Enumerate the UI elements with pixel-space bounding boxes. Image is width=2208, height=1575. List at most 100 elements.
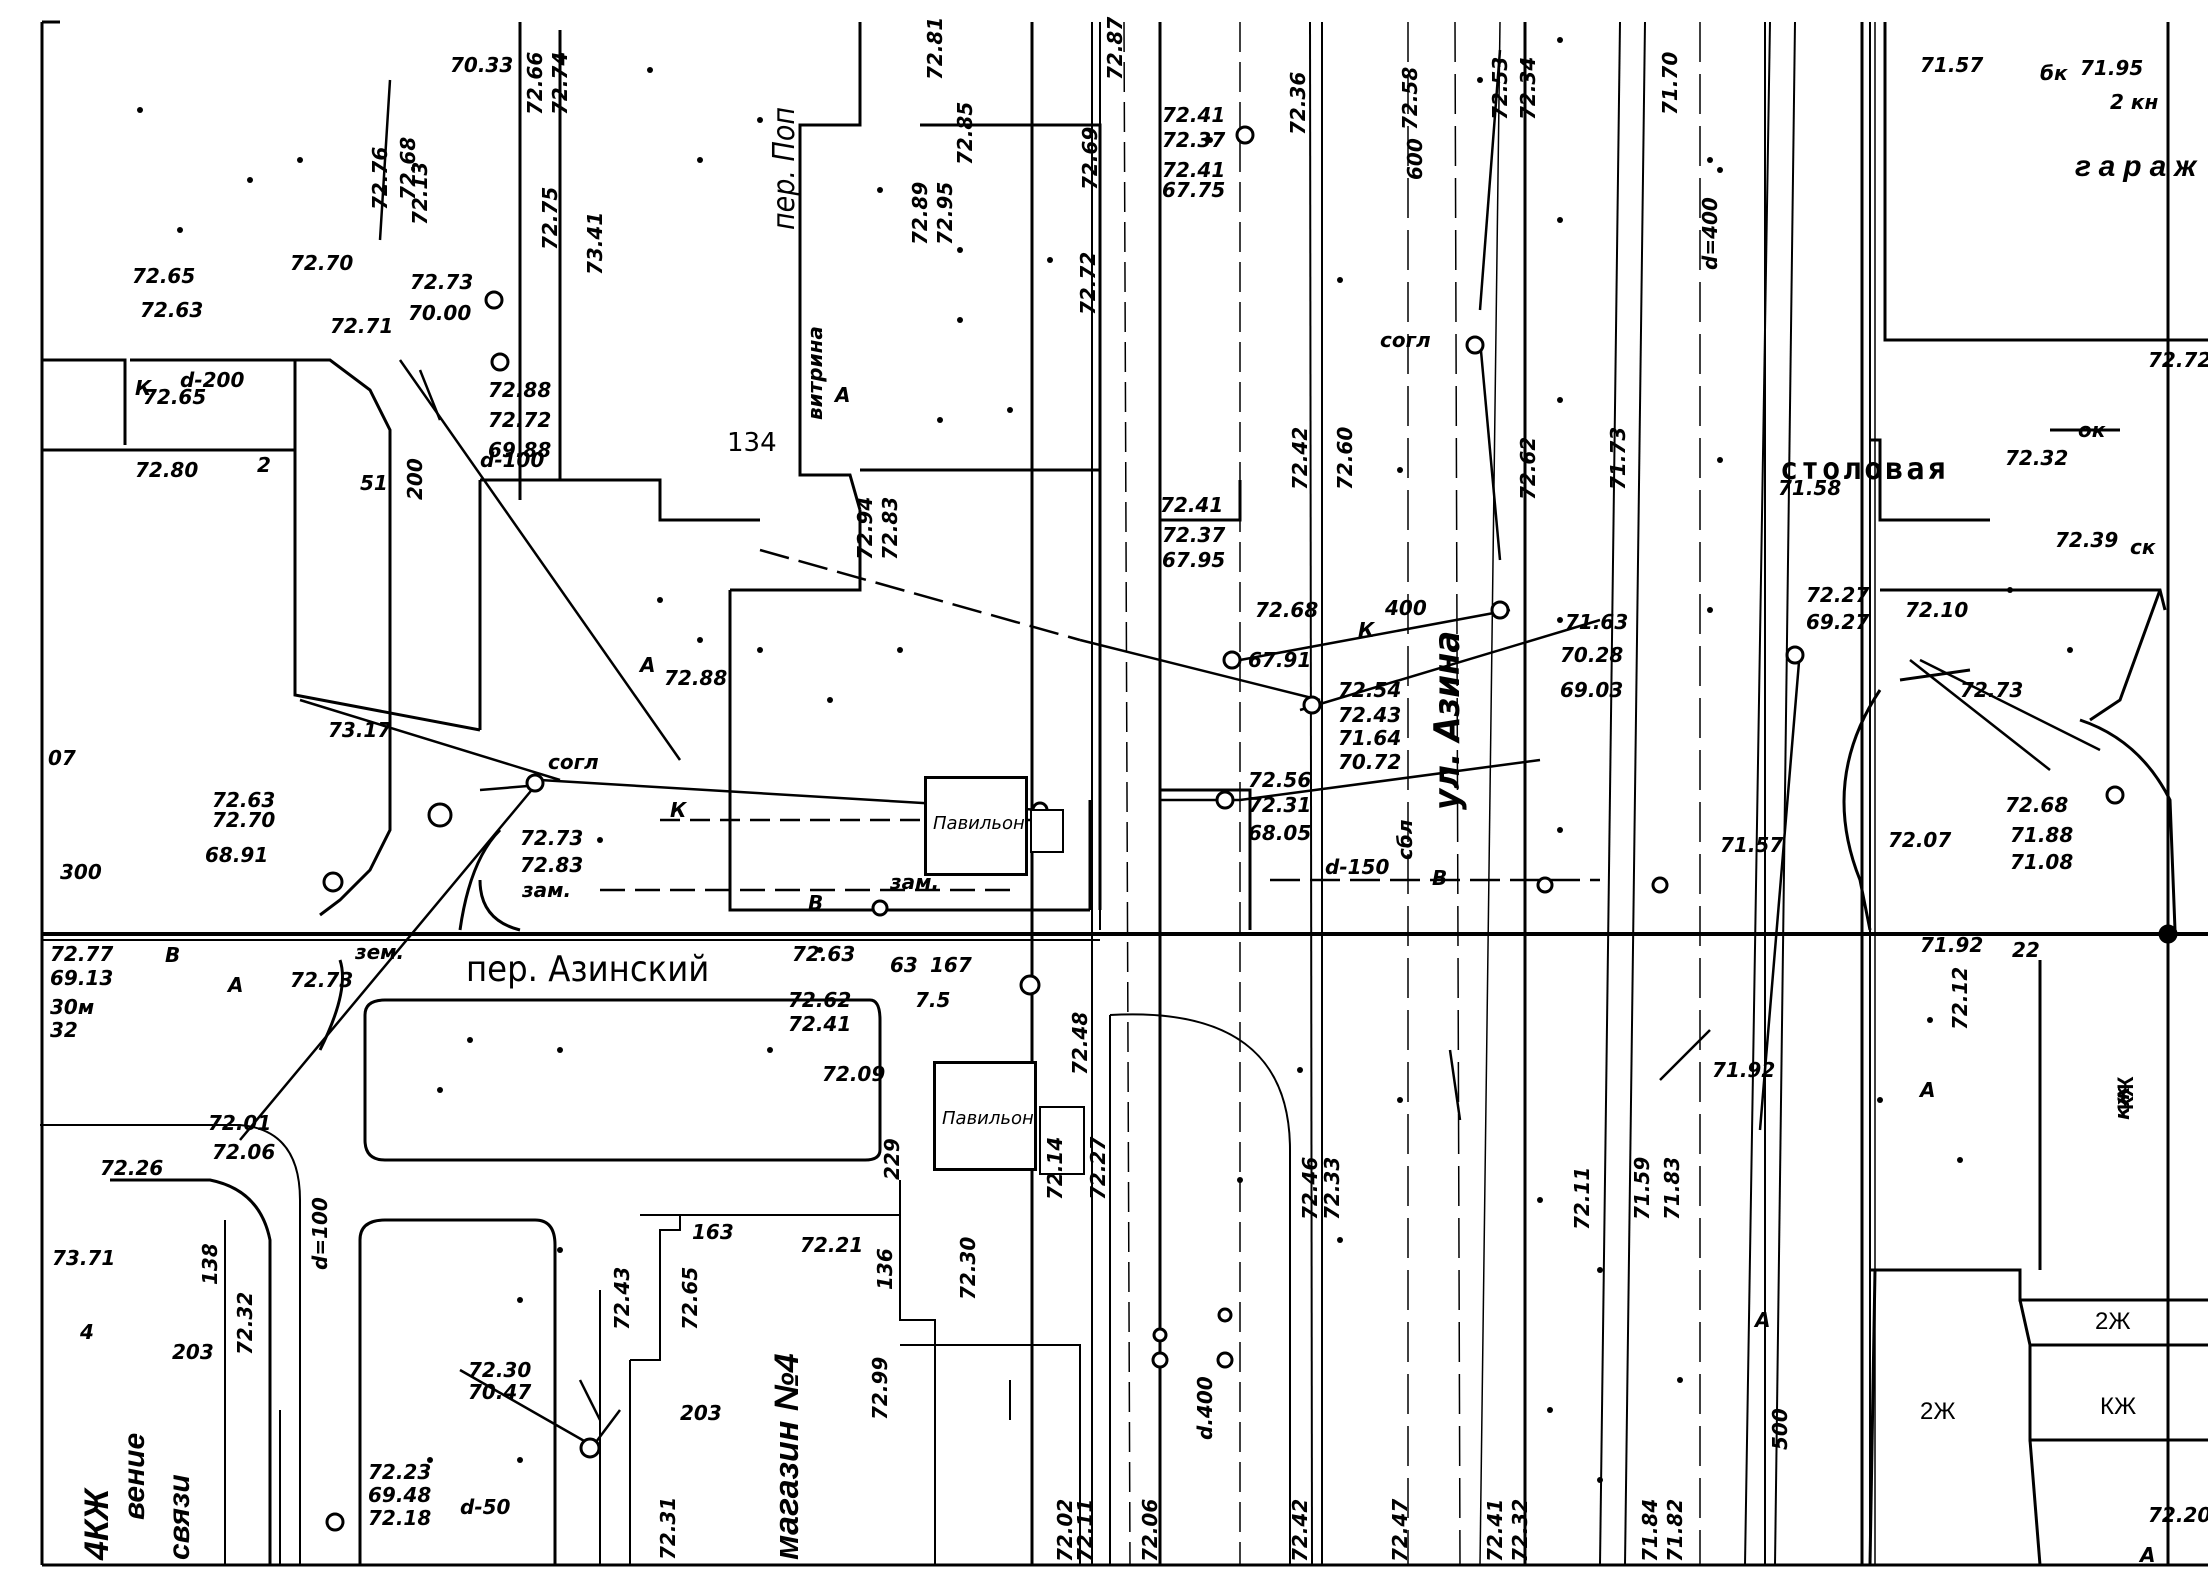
pavilion-lower-label: Павильон — [942, 1108, 1034, 1129]
elevation: 72.88 — [488, 378, 552, 402]
marker-30m: 30м — [50, 995, 95, 1019]
elevation: 72.18 — [368, 1506, 432, 1530]
elevation: 72.32 — [2005, 446, 2069, 470]
pavilion-upper: Павильон — [924, 776, 1064, 876]
elevation: 70.47 — [468, 1380, 532, 1404]
elevation: 68.91 — [205, 843, 269, 867]
elevation: 73.41 — [583, 211, 607, 275]
elevation: 72.65 — [143, 385, 207, 409]
pipe-d400: d.400 — [1193, 1376, 1217, 1440]
elevation: 69.88 — [488, 438, 552, 462]
pavilion-lower: Павильон — [933, 1061, 1085, 1175]
elevation: 73.17 — [328, 718, 392, 742]
marker-zam: зам. — [890, 870, 940, 894]
elevation: 72.88 — [664, 666, 728, 690]
elevation: 71.95 — [2080, 56, 2144, 80]
elevation: 72.07 — [1888, 828, 1952, 852]
elevation: 72.58 — [1398, 66, 1422, 130]
elevation: 72.54 — [1338, 678, 1402, 702]
lane-road — [42, 932, 2208, 941]
elevation: 72.48 — [1068, 1011, 1092, 1075]
elevation: 71.63 — [1565, 610, 1629, 634]
marker-a: A — [2140, 1543, 2156, 1567]
map-frame — [40, 20, 2208, 1567]
marker-138: 138 — [198, 1243, 222, 1285]
elevation: 72.21 — [800, 1233, 864, 1257]
elevation: 72.72 — [2148, 348, 2208, 372]
elevation: 72.69 — [1078, 126, 1102, 190]
block-number: 134 — [727, 428, 777, 458]
house-2zh-a: 2Ж — [1920, 1398, 1956, 1425]
elevation: 72.85 — [953, 101, 977, 165]
house-kzh-a: КЖ — [2100, 1393, 2137, 1420]
marker-b: В — [808, 891, 824, 915]
elevation: 72.74 — [548, 51, 572, 115]
marker-zem: зем. — [355, 940, 405, 964]
elevation: 72.71 — [330, 314, 394, 338]
elevation: 72.41 — [1162, 103, 1226, 127]
store-label: магазин №4 — [768, 1353, 806, 1560]
pavilion-upper-annex — [1030, 809, 1064, 853]
elevation: 72.47 — [1388, 1498, 1412, 1562]
terrain-marks — [137, 37, 2073, 1483]
elevation: 72.11 — [1570, 1166, 1594, 1230]
marker-203: 203 — [172, 1340, 214, 1364]
elevation: 71.57 — [1920, 53, 1984, 77]
comm-label: связи — [163, 1474, 196, 1560]
pass-name: пер. Поп — [767, 106, 802, 230]
marker-a: A — [228, 973, 244, 997]
elevation: 72.31 — [656, 1496, 680, 1560]
elevation: 72.27 — [1806, 583, 1870, 607]
elevation: 72.42 — [1288, 426, 1312, 490]
pipe-d150: d-150 — [1325, 855, 1390, 879]
marker-32: 32 — [50, 1018, 78, 1042]
elevation: 72.33 — [1320, 1156, 1344, 1220]
pipe-d100a: d-100 — [480, 448, 545, 472]
elevation: 72.13 — [408, 161, 432, 225]
elevation: 72.99 — [868, 1356, 892, 1420]
elevation: 72.75 — [538, 186, 562, 250]
elevation: 71.82 — [1663, 1498, 1687, 1562]
marker-a: A — [1755, 1308, 1771, 1332]
pipe-300: 300 — [60, 860, 102, 884]
marker-51: 51 — [360, 471, 388, 495]
elevation: 72.30 — [956, 1236, 980, 1300]
elevation: 67.75 — [1162, 178, 1226, 202]
elevation: 72.62 — [1516, 436, 1540, 500]
house-2zh-b: 2Ж — [2095, 1308, 2131, 1335]
canteen-label: столовая — [1780, 452, 1949, 487]
elevation: 72.20 — [2148, 1503, 2208, 1527]
elevation: 71.83 — [1660, 1156, 1684, 1220]
marker-4: 4 — [80, 1320, 94, 1344]
elevation: 72.42 — [1288, 1498, 1312, 1562]
elevation: 72.68 — [1255, 598, 1319, 622]
elevation: 72.77 — [50, 942, 114, 966]
elevation: 72.36 — [1286, 71, 1310, 135]
elevation: 71.73 — [1606, 426, 1630, 490]
elevation: 72.81 — [923, 16, 947, 80]
elevation: 72.27 — [1086, 1136, 1110, 1200]
marker-a: A — [835, 383, 851, 407]
elevation: 70.72 — [1338, 750, 1402, 774]
elevation: 72.70 — [212, 808, 276, 832]
elevation: 72.37 — [1162, 128, 1226, 152]
elevation: 72.14 — [1043, 1136, 1067, 1200]
elevation: 72.62 — [788, 988, 852, 1012]
elevation: 72.37 — [1162, 523, 1226, 547]
marker-kzh: кж — [2110, 1086, 2134, 1120]
elevation: 67.91 — [1248, 648, 1312, 672]
elevation: 71.92 — [1920, 933, 1984, 957]
elevation: 72.43 — [610, 1266, 634, 1330]
elevation: 72.32 — [1508, 1498, 1532, 1562]
elevation: 72.73 — [1960, 678, 2024, 702]
elevation: 72.72 — [1076, 251, 1100, 315]
lower-blocks — [40, 998, 1291, 1565]
elevation: 72.63 — [140, 298, 204, 322]
elevation: 72.11 — [1073, 1498, 1097, 1562]
elevation: 71.70 — [1658, 51, 1682, 115]
marker-bk: бк — [2040, 61, 2068, 85]
elevation: 72.94 — [853, 496, 877, 560]
elevation: 71.08 — [2010, 850, 2074, 874]
elevation: 72.56 — [1248, 768, 1312, 792]
elevation: 72.31 — [1248, 793, 1312, 817]
